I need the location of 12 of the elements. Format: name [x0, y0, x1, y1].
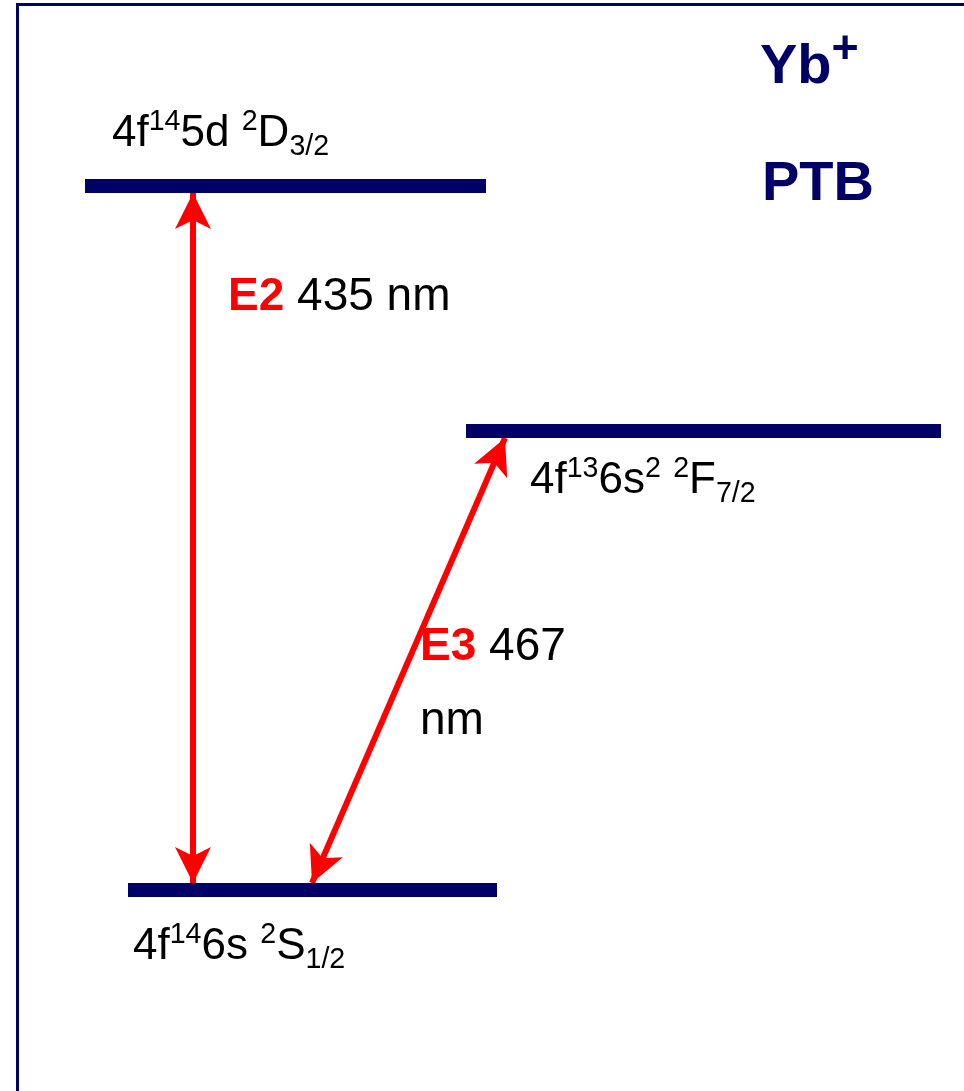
- heading-text: PTB: [762, 148, 874, 213]
- energy-level-bar: [85, 179, 486, 193]
- level-label: 4f$^{13}$6s$^{2}$ $^{2}$F$_{7/2}$: [530, 452, 756, 509]
- energy-level-bar: [128, 883, 497, 897]
- level-label: 4f$^{14}$5d $^{2}$D$_{3/2}$: [112, 105, 330, 162]
- edge-label: E3 467 nm: [420, 617, 567, 746]
- energy-level-bar: [466, 424, 941, 438]
- edge-label: E2 435 nm: [228, 267, 452, 322]
- double-arrow: [175, 193, 211, 883]
- heading-text: Yb$^{+}$: [760, 20, 859, 96]
- level-label: 4f$^{14}$6s $^{2}$S$_{1/2}$: [133, 918, 346, 975]
- double-arrow: [309, 436, 508, 885]
